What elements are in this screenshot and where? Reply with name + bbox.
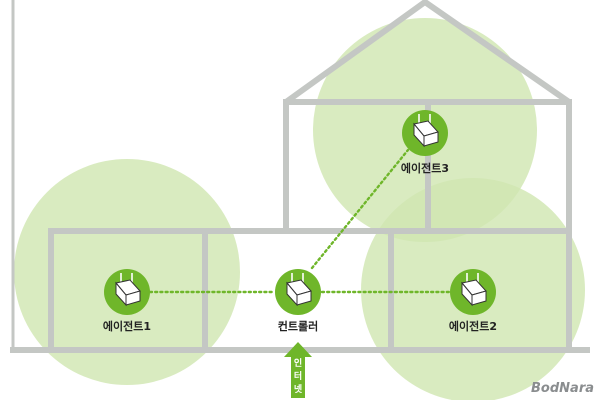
internet-char-2: 터 bbox=[294, 370, 302, 382]
roof bbox=[284, 0, 571, 105]
links bbox=[148, 148, 452, 294]
node-agent2: 에이전트2 bbox=[449, 268, 497, 333]
router-icon bbox=[401, 109, 449, 157]
node-label-agent3: 에이전트3 bbox=[401, 161, 449, 175]
up-arrow-icon bbox=[284, 342, 312, 398]
internet-char-3: 넷 bbox=[294, 383, 303, 395]
node-label-controller: 컨트롤러 bbox=[278, 319, 318, 333]
router-icon bbox=[274, 268, 322, 316]
node-controller: 컨트롤러 bbox=[274, 268, 322, 333]
node-agent3: 에이전트3 bbox=[401, 109, 449, 175]
internet-arrow: 인 터 넷 bbox=[284, 342, 312, 398]
coverage-areas bbox=[14, 18, 585, 400]
link-controller-agent3 bbox=[310, 148, 410, 270]
internet-char-1: 인 bbox=[294, 358, 302, 369]
router-icon bbox=[103, 268, 151, 316]
router-icon bbox=[449, 268, 497, 316]
node-label-agent1: 에이전트1 bbox=[103, 319, 151, 333]
floor1-outer bbox=[48, 228, 572, 353]
watermark-logo: BodNara bbox=[531, 381, 594, 396]
node-label-agent2: 에이전트2 bbox=[449, 319, 497, 333]
node-agent1: 에이전트1 bbox=[103, 268, 151, 333]
